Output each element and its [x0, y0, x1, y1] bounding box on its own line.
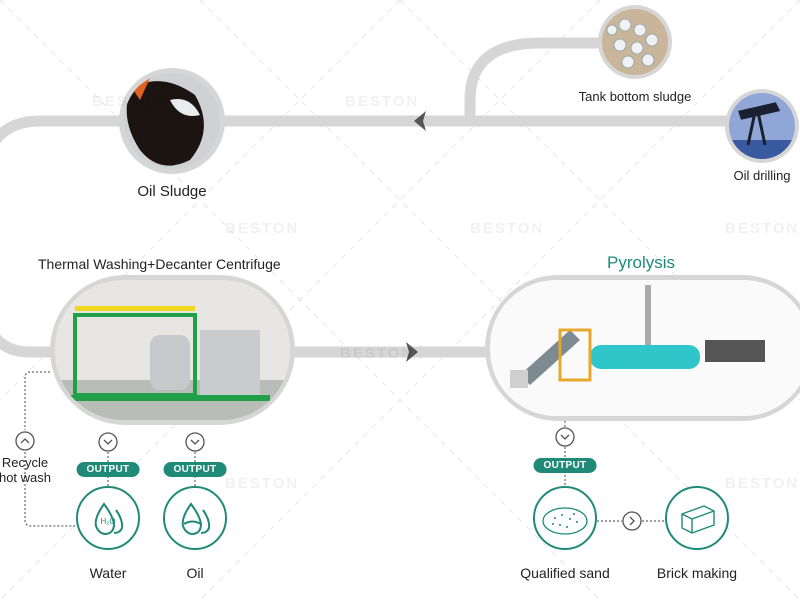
output-badge: OUTPUT: [533, 458, 597, 473]
arrow-right-icon: [406, 342, 418, 362]
tank-bottom-sludge-label: Tank bottom sludge: [578, 89, 692, 104]
tank-bottom-sludge-image: [598, 5, 672, 79]
watermark: BESTON: [470, 220, 545, 237]
chevron-down-icon: [185, 432, 205, 452]
recycle-hot-wash-label: Recycle hot wash: [0, 455, 51, 485]
watermark: BESTON: [225, 475, 300, 492]
pyrolysis-title: Pyrolysis: [606, 253, 676, 272]
oil-sludge-image: [119, 68, 225, 174]
thermal-washing-image: [50, 275, 295, 425]
output-badge: OUTPUT: [163, 462, 227, 477]
watermark: BESTON: [725, 220, 800, 237]
sand-icon: [533, 486, 597, 550]
recycle-line: Recycle: [1, 455, 49, 470]
watermark: BESTON: [725, 475, 800, 492]
chevron-right-icon: [622, 511, 642, 531]
water-label: Water: [89, 565, 127, 581]
arrow-left-icon: [414, 111, 426, 131]
qualified-sand-label: Qualified sand: [520, 565, 610, 581]
watermark: BESTON: [345, 93, 420, 110]
oil-drilling-image: [725, 89, 799, 163]
output-badge: OUTPUT: [76, 462, 140, 477]
brick-icon: [665, 486, 729, 550]
brick-making-label: Brick making: [656, 565, 738, 581]
watermark: BESTON: [225, 220, 300, 237]
oil-label: Oil: [186, 565, 204, 581]
chevron-up-icon: [15, 431, 35, 451]
watermark: BESTON: [92, 93, 167, 110]
pyrolysis-image: [485, 275, 800, 421]
oil-sludge-label: Oil Sludge: [137, 183, 207, 200]
water-icon: [76, 486, 140, 550]
oil-drilling-label: Oil drilling: [733, 168, 791, 183]
chevron-down-icon: [555, 427, 575, 447]
thermal-washing-title: Thermal Washing+Decanter Centrifuge: [38, 256, 281, 272]
process-path: [0, 37, 760, 358]
water-formula: H₂O: [100, 517, 115, 526]
watermark: BESTON: [340, 345, 415, 362]
oil-drop-icon: [163, 486, 227, 550]
hot-wash-line: hot wash: [0, 470, 52, 485]
chevron-down-icon: [98, 432, 118, 452]
